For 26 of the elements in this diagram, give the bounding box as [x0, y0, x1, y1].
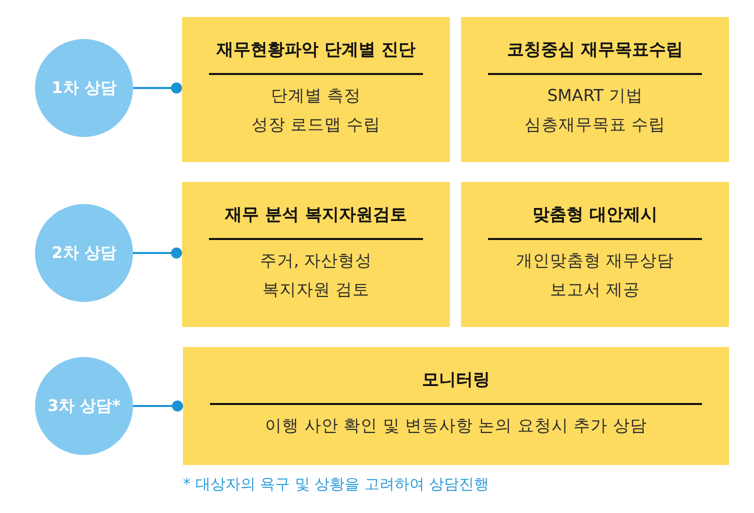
card-text: 심층재무목표 수립	[524, 114, 666, 136]
card-text: 보고서 제공	[550, 278, 640, 300]
card-text: 주거, 자산형성	[260, 250, 372, 272]
stage-label: 3차 상담*	[47, 396, 121, 416]
card-text: 성장 로드맵 수립	[251, 114, 381, 136]
card-title: 코칭중심 재무목표수립	[507, 39, 683, 62]
card-text: 개인맞춤형 재무상담	[516, 250, 674, 272]
step-card	[182, 182, 450, 327]
card-title: 재무현황파악 단계별 진단	[216, 39, 416, 62]
connector-line	[133, 400, 183, 412]
card-text: SMART 기법	[547, 84, 643, 106]
card-text: 이행 사안 확인 및 변동사항 논의 요청시 추가 상담	[265, 414, 647, 436]
stage-label: 1차 상담	[52, 78, 116, 98]
card-title: 재무 분석 복지자원검토	[225, 204, 407, 227]
connector-line	[133, 82, 182, 94]
step-card	[461, 17, 729, 162]
step-card	[461, 182, 729, 327]
step-card	[182, 17, 450, 162]
footnote-text: * 대상자의 욕구 및 상황을 고려하여 상담진행	[183, 474, 490, 494]
step-card	[183, 347, 729, 465]
card-title: 맞춤형 대안제시	[532, 204, 658, 227]
card-text: 복지자원 검토	[262, 278, 370, 300]
stage-label: 2차 상담	[52, 243, 116, 263]
card-title: 모니터링	[422, 369, 490, 392]
card-text: 단계별 측정	[270, 84, 362, 106]
connector-line	[133, 248, 182, 258]
